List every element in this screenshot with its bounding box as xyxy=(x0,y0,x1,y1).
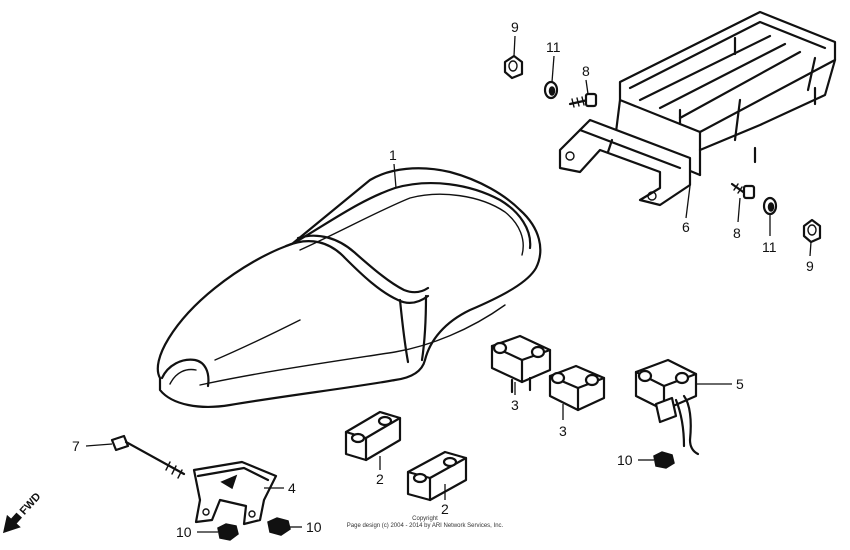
flange-nut-right[interactable] xyxy=(653,451,675,469)
rubber-block-lower[interactable] xyxy=(406,450,468,502)
cap-nut-upper[interactable] xyxy=(503,54,524,80)
flange-nut-left[interactable] xyxy=(217,523,239,541)
leader-8b xyxy=(737,197,741,223)
callout-6: 6 xyxy=(682,219,690,235)
washer-upper[interactable] xyxy=(543,80,559,100)
callout-4: 4 xyxy=(288,480,296,496)
leader-7 xyxy=(85,443,113,447)
callout-7: 7 xyxy=(72,438,80,454)
callout-3b: 3 xyxy=(559,423,567,439)
rubber-block-upper[interactable] xyxy=(344,410,402,462)
fwd-label: FWD xyxy=(18,491,44,518)
callout-10c: 10 xyxy=(617,452,633,468)
callout-11a: 11 xyxy=(546,39,561,55)
callout-8a: 8 xyxy=(582,63,590,79)
bracket-left[interactable] xyxy=(490,334,552,394)
copyright-text: Page design (c) 2004 - 2014 by ARI Netwo… xyxy=(347,523,504,529)
callout-2b: 2 xyxy=(441,501,449,517)
callout-1: 1 xyxy=(389,147,397,163)
bracket-right[interactable] xyxy=(548,364,606,412)
seat[interactable] xyxy=(156,167,542,408)
bolt-upper[interactable] xyxy=(568,92,598,108)
callout-3a: 3 xyxy=(511,397,519,413)
callout-5: 5 xyxy=(736,376,744,392)
leader-9b xyxy=(809,241,812,257)
washer-lower[interactable] xyxy=(762,196,778,216)
seat-hinge[interactable] xyxy=(192,460,278,526)
callout-9b: 9 xyxy=(806,258,814,274)
long-bolt[interactable] xyxy=(110,434,186,479)
flange-nut-middle[interactable] xyxy=(267,517,291,536)
callout-9a: 9 xyxy=(511,19,519,35)
leader-6 xyxy=(685,185,691,219)
seat-latch[interactable] xyxy=(634,358,700,456)
callout-10a: 10 xyxy=(176,524,192,540)
callout-2a: 2 xyxy=(376,471,384,487)
copyright-title: Copyright xyxy=(412,516,438,522)
fwd-arrow-icon: FWD xyxy=(2,491,44,534)
leader-11a xyxy=(551,55,555,83)
leader-9a xyxy=(513,35,516,57)
bolt-lower[interactable] xyxy=(730,182,756,200)
leader-8a xyxy=(585,79,589,95)
rear-carrier[interactable] xyxy=(558,10,837,207)
leader-1 xyxy=(393,163,397,189)
cap-nut-lower[interactable] xyxy=(802,218,822,244)
callout-11b: 11 xyxy=(762,239,777,255)
callout-8b: 8 xyxy=(733,225,741,241)
callout-10b: 10 xyxy=(306,519,322,535)
